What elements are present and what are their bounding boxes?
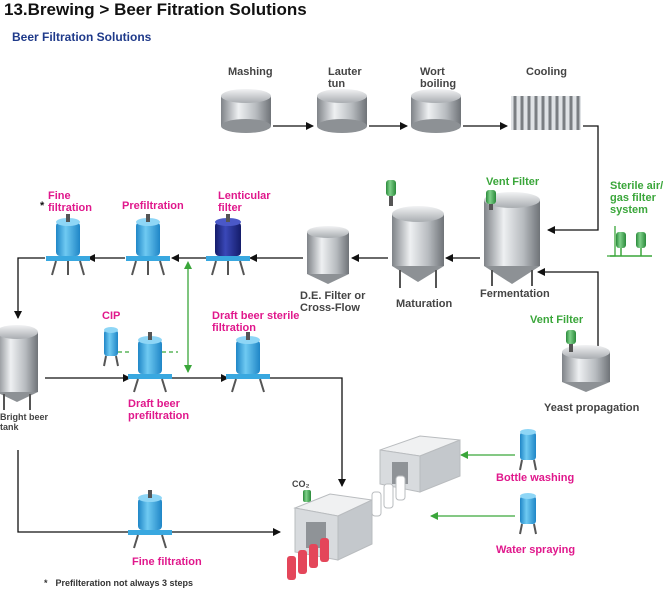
de-filter-tank (307, 226, 349, 284)
label-lauter-tun: Lauter tun (328, 66, 362, 90)
label-fermentation: Fermentation (480, 288, 550, 300)
arrow-draftsterile-bottling (270, 377, 346, 487)
label-fine-filtration-top: Fine filtration (48, 190, 92, 214)
sterile-air-filter-icon (610, 232, 652, 257)
label-wort-boiling: Wort boiling (420, 66, 457, 90)
footnote-text: Prefilteration not always 3 steps (55, 578, 194, 588)
water-spraying-filter-housing (519, 493, 537, 535)
label-vent-filter-top: Vent Filter (486, 176, 540, 188)
fermentation-tank (484, 192, 540, 286)
sterile-air-link (607, 226, 616, 257)
draft-beer-prefiltration-housing (128, 332, 172, 393)
vent-filter-yeast-icon (566, 330, 576, 352)
lenticular-filter-housing (206, 214, 250, 276)
label-yeast-propagation: Yeast propagation (544, 402, 640, 414)
filling-machine (293, 493, 374, 561)
label-cip: CIP (102, 310, 121, 322)
label-draft-beer-prefiltration: Draft beer prefiltration (128, 398, 190, 422)
arrow-yeast-fermentation (537, 268, 599, 352)
label-water-spraying: Water spraying (496, 544, 576, 556)
filled-bottles (287, 538, 329, 580)
label-bottle-washing: Bottle washing (496, 472, 575, 484)
label-lenticular-filter: Lenticular filter (218, 190, 271, 214)
vent-filter-fermentation-icon (486, 190, 496, 210)
empty-bottles (371, 475, 406, 517)
bottle-washing-filter-housing (519, 429, 537, 471)
fine-filtration-housing (46, 214, 90, 276)
label-draft-beer-sterile: Draft beer sterile filtration (212, 310, 300, 334)
arrow-fine-bright (14, 257, 45, 319)
footnote: * Prefilteration not always 3 steps (44, 578, 193, 588)
page-title: 13.Brewing > Beer Fitration Solutions (4, 0, 307, 19)
label-maturation: Maturation (396, 298, 453, 310)
maturation-tank (392, 206, 444, 288)
label-prefiltration: Prefiltration (122, 200, 184, 212)
label-bright-beer-tank: Bright beer tank (0, 412, 49, 432)
footnote-star: * (44, 578, 48, 588)
fine-filtration-bottom-housing (128, 490, 172, 549)
page-subtitle: Beer Filtration Solutions (12, 30, 152, 44)
arrow-bright-finefilt (17, 450, 281, 536)
draft-beer-sterile-housing (226, 332, 270, 393)
label-vent-filter-yeast: Vent Filter (530, 314, 584, 326)
label-cooling: Cooling (526, 66, 567, 78)
mashing-vessel (221, 89, 271, 133)
lauter-tun-vessel (317, 89, 367, 133)
label-mashing: Mashing (228, 66, 273, 78)
co2-filter-icon (303, 490, 311, 502)
label-sterile-air-gas: Sterile air/ gas filter system (610, 180, 664, 216)
label-fine-filtration-bottom: Fine filtration (132, 556, 202, 568)
vent-filter-maturation-icon (386, 180, 396, 206)
cip-housing (103, 327, 119, 367)
yeast-propagation-tank (562, 345, 610, 392)
bright-beer-tank (0, 325, 38, 410)
footnote-star-marker: * (40, 200, 45, 212)
bottle-washing-machine (379, 435, 461, 493)
label-co2: CO₂ (292, 479, 310, 489)
wort-boiling-vessel (411, 89, 461, 133)
prefiltration-housing (126, 214, 170, 276)
label-de-filter: D.E. Filter or Cross-Flow (300, 290, 366, 314)
cooling-exchanger (511, 96, 581, 130)
arrow-cooling-fermentation (547, 125, 599, 234)
